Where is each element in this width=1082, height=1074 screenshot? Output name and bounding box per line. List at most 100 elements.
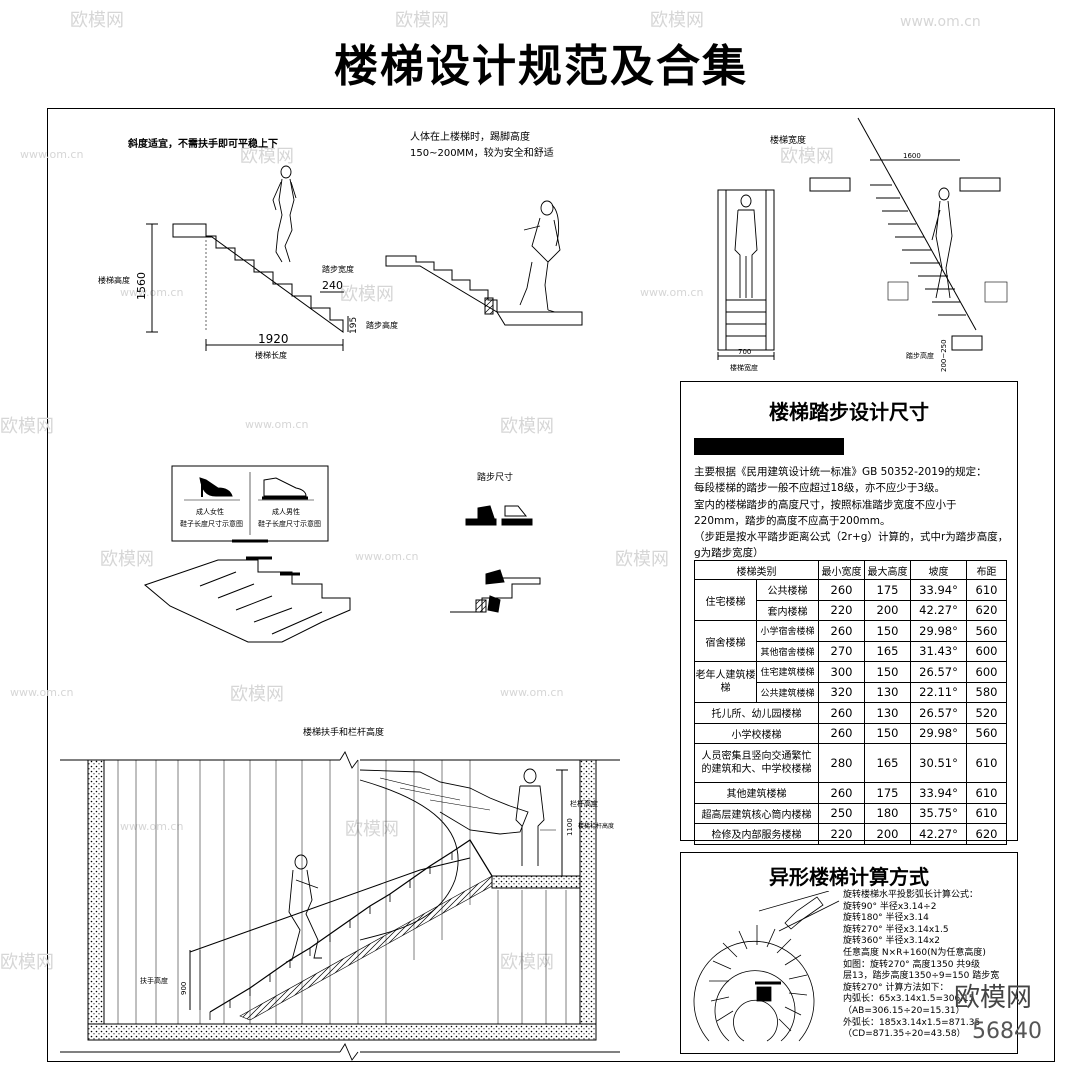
watermark-site: www.om.cn xyxy=(120,820,183,833)
slope-cell: 26.57° xyxy=(910,661,967,683)
panel-climbing-person: 人体在上楼梯时，踢脚高度 150~200MM，较为安全和舒适 xyxy=(385,130,583,326)
table-header-row: 楼梯类别 最小宽度 最大高度 坡度 布距 xyxy=(694,560,1007,580)
max-cell: 150 xyxy=(864,620,911,642)
spec-note: g为踏步宽度） xyxy=(694,547,764,560)
heel-shoe-icon xyxy=(199,477,233,497)
sub-cell: 套内楼梯 xyxy=(756,599,819,621)
group-cell: 老年人建筑楼梯 xyxy=(694,661,757,703)
calc-line: 旋转360° 半径x3.14x2 xyxy=(843,936,940,947)
category-cell: 其他建筑楼梯 xyxy=(694,782,819,804)
min-cell: 320 xyxy=(818,681,865,703)
max-cell: 200 xyxy=(864,599,911,621)
spec-note: 主要根据《民用建筑设计统一标准》GB 50352-2019的规定： xyxy=(694,466,987,478)
min-cell: 220 xyxy=(818,823,865,845)
caption-railing-height: 楼梯扶手和栏杆高度 xyxy=(303,726,384,738)
slope-cell: 29.98° xyxy=(910,722,967,744)
watermark-id: 56840 xyxy=(972,1019,1042,1044)
slope-cell: 33.94° xyxy=(910,782,967,804)
watermark-site: www.om.cn xyxy=(245,418,308,431)
slope-cell: 26.57° xyxy=(910,702,967,724)
slope-cell: 31.43° xyxy=(910,640,967,662)
header-cell: 最大高度 xyxy=(864,560,911,580)
category-line: 人员密集且竖向交通繁忙 xyxy=(701,751,812,762)
sub-cell: 其他宿舍楼梯 xyxy=(756,640,819,662)
caption-step-size: 踏步尺寸 xyxy=(477,471,513,483)
spec-title: 楼梯踏步设计尺寸 xyxy=(769,400,929,424)
category-line: 的建筑和大、中学校楼梯 xyxy=(701,764,812,775)
calc-line: 旋转270° 计算方法如下： xyxy=(843,982,949,993)
spec-table: 楼梯类别 最小宽度 最大高度 坡度 布距 住宅楼梯 公共楼梯 260 175 3… xyxy=(694,560,1007,845)
watermark-logo: 欧模网 xyxy=(500,416,554,437)
step-cell: 560 xyxy=(966,722,1007,744)
person-woman-figure xyxy=(519,200,561,313)
dim-rail-height: 900 xyxy=(180,982,188,995)
sub-cell: 公共楼梯 xyxy=(756,579,819,601)
step-cell: 610 xyxy=(966,782,1007,804)
calc-line: 旋转180° 半径x3.14 xyxy=(843,913,929,924)
watermark-logo: 欧模网 xyxy=(240,146,294,167)
label-guard-height: 栏杆高度 xyxy=(570,799,598,808)
panel-stair-width: 楼梯宽度 700 楼梯宽度 1600 踏步高度 200~250 xyxy=(717,117,1008,372)
spec-note: （步距是按水平踏步距离公式（2r+g）计算的，式中r为踏步高度， xyxy=(694,531,1009,544)
max-cell: 200 xyxy=(864,823,911,845)
dim-riser-value: 195 xyxy=(349,317,359,334)
calc-line: 旋转90° 半径x3.14÷2 xyxy=(843,901,937,912)
panel-stair-dimensions: 斜度适宜，不需扶手即可平稳上下 1560 楼梯高度 1920 楼梯长度 踏步宽度… xyxy=(98,137,398,360)
watermark-logo: 欧模网 xyxy=(230,684,284,705)
panel-shoe-step-size: 成人女性 鞋子长度尺寸示意图 成人男性 鞋子长度尺寸示意图 踏步尺寸 xyxy=(144,465,541,643)
watermark-site: www.om.cn xyxy=(500,686,563,699)
person-walking-figure xyxy=(272,165,297,263)
watermark-logo: 欧模网 xyxy=(650,10,704,31)
slope-cell: 42.27° xyxy=(910,599,967,621)
watermark-logo: 欧模网 xyxy=(70,10,124,31)
spiral-stair-plan xyxy=(693,891,840,1042)
dim-height-value: 1560 xyxy=(135,272,148,300)
header-cell: 楼梯类别 xyxy=(694,560,819,580)
step-cell: 620 xyxy=(966,599,1007,621)
sub-cell: 小学宿舍楼梯 xyxy=(756,620,819,642)
group-cell: 住宅楼梯 xyxy=(694,579,757,621)
watermark-logo: 欧模网 xyxy=(0,416,54,437)
step-cell: 600 xyxy=(966,640,1007,662)
max-cell: 130 xyxy=(864,702,911,724)
dim-top-1600: 1600 xyxy=(903,152,921,160)
person-standing-figure xyxy=(515,768,545,866)
table-row: 超高层建筑核心筒内楼梯 250 180 35.75° 610 xyxy=(694,802,1007,824)
spec-note: 室内的楼梯踏步的高度尺寸，按照标准踏步宽度不应小于 xyxy=(694,498,957,511)
min-cell: 260 xyxy=(818,579,865,601)
header-cell: 最小宽度 xyxy=(818,560,865,580)
calc-title: 异形楼梯计算方式 xyxy=(769,865,929,889)
calc-formula-lines: 旋转楼梯水平投影弧长计算公式： 旋转90° 半径x3.14÷2 旋转180° 半… xyxy=(843,890,1018,1041)
step-cell: 610 xyxy=(966,579,1007,601)
label-adult-male: 成人男性 xyxy=(272,507,300,516)
table-row: 其他宿舍楼梯 270 165 31.43° 600 xyxy=(695,640,1007,662)
step-cell: 610 xyxy=(966,743,1007,783)
sub-cell: 住宅建筑楼梯 xyxy=(756,661,819,683)
table-row: 检修及内部服务楼梯 220 200 42.27° 620 xyxy=(694,823,1007,845)
max-cell: 175 xyxy=(864,579,911,601)
table-row: 人员密集且竖向交通繁忙 的建筑和大、中学校楼梯 280 165 30.51° 6… xyxy=(694,743,1007,783)
table-row: 托儿所、幼儿园楼梯 260 130 26.57° 520 xyxy=(694,702,1007,724)
slope-cell: 35.75° xyxy=(910,802,967,824)
calc-line: 任意高度 N×R+160(N为任意高度) xyxy=(843,947,986,958)
min-cell: 260 xyxy=(818,782,865,804)
person-climbing-figure xyxy=(285,854,322,963)
table-row: 老年人建筑楼梯 住宅建筑楼梯 300 150 26.57° 600 xyxy=(694,661,1007,703)
label-rail-height: 扶手高度 xyxy=(140,976,168,985)
stair-spec-panel: 楼梯踏步设计尺寸 主要根据《民用建筑设计统一标准》GB 50352-2019的规… xyxy=(680,381,1018,845)
group-cell: 宿舍楼梯 xyxy=(694,620,757,662)
watermark-site: www.om.cn xyxy=(355,550,418,563)
max-cell: 175 xyxy=(864,782,911,804)
table-row: 套内楼梯 220 200 42.27° 620 xyxy=(695,599,1007,621)
watermark-site: www.om.cn xyxy=(10,686,73,699)
watermark-site: www.om.cn xyxy=(900,14,981,30)
calc-line: （AB=306.15÷20=15.31） xyxy=(843,1005,965,1016)
label-riser-height-c: 踏步高度 xyxy=(906,351,934,360)
watermark-site: www.om.cn xyxy=(640,286,703,299)
header-cell: 坡度 xyxy=(910,560,967,580)
step-cell: 600 xyxy=(966,661,1007,683)
caption-riser-comfort-1: 人体在上楼梯时，踢脚高度 xyxy=(410,130,530,143)
step-cell: 560 xyxy=(966,620,1007,642)
step-cell: 620 xyxy=(966,823,1007,845)
min-cell: 250 xyxy=(818,802,865,824)
